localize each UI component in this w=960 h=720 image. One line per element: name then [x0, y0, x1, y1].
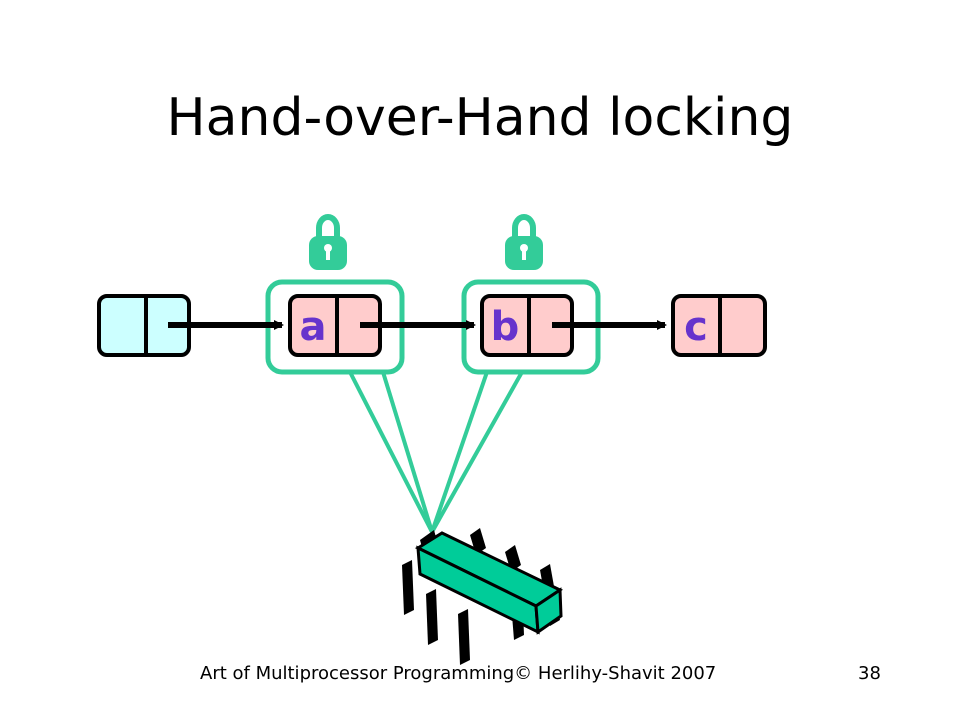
- node-label: a: [300, 304, 327, 350]
- node-label: b: [491, 304, 520, 350]
- thread-lines: [348, 371, 524, 533]
- list-node-c: c: [671, 294, 767, 357]
- thread-chip-icon: [402, 528, 564, 665]
- padlock-icon: [505, 214, 543, 270]
- node-label: c: [684, 304, 708, 350]
- slide-title: Hand-over-Hand locking: [166, 88, 794, 148]
- list-node-a: a: [288, 294, 382, 357]
- list-node-head: [97, 294, 191, 357]
- page-number: 38: [858, 663, 881, 684]
- slide-footer: Art of Multiprocessor Programming© Herli…: [200, 663, 717, 684]
- padlock-icon: [309, 214, 347, 270]
